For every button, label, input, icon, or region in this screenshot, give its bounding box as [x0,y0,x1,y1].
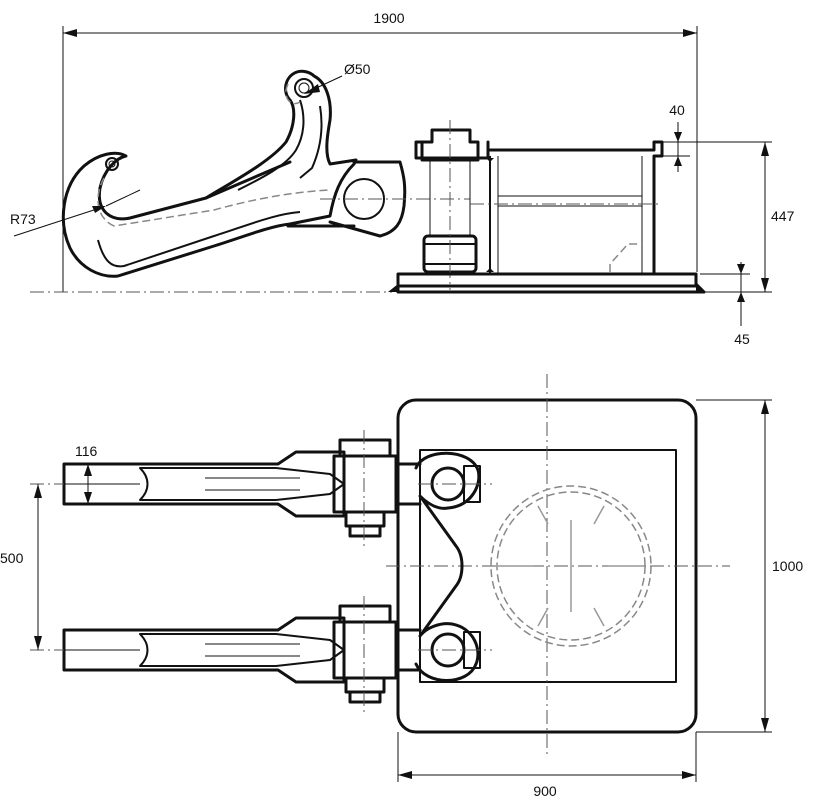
side-view: 1900 Ø50 [10,10,795,347]
dimension-text-900: 900 [533,783,557,799]
dimension-text-447: 447 [771,208,795,224]
dimension-base-depth: 1000 [696,399,803,733]
dimension-text-45: 45 [734,331,750,347]
dimension-hook-spacing: 500 [0,484,42,650]
pivot-eye [328,160,407,238]
dimension-pin-diameter: Ø50 [304,61,371,94]
dimension-text-40: 40 [669,102,685,118]
hook-top-lower [30,596,422,712]
dimension-text-500: 500 [0,550,24,566]
dimension-text-116: 116 [75,443,98,459]
base-housing [470,140,664,276]
dimension-base-offset: 45 [700,262,772,347]
dimension-text-d50: Ø50 [344,61,371,77]
dimension-hook-width: 116 [75,443,98,504]
dimension-top-offset: 40 [662,102,772,172]
dimension-text-1000: 1000 [772,558,803,574]
hook-tip-pin [105,157,119,171]
top-view: 116 500 1000 900 [0,374,803,799]
dimension-base-width: 900 [397,732,697,799]
dimension-overall-length: 1900 [62,10,698,292]
hook-outline [61,69,358,278]
turntable-hidden [490,485,652,647]
dimension-text-r73: R73 [10,211,36,227]
dimension-text-1900: 1900 [373,10,404,26]
base-plate [388,272,706,294]
dimension-height: 447 [761,142,795,292]
dimension-hook-radius: R73 [10,189,141,237]
hook-pin [294,78,314,98]
pivot-bracket [414,451,492,682]
vertical-pin-stack [414,120,490,290]
hook-top-upper [30,430,422,546]
